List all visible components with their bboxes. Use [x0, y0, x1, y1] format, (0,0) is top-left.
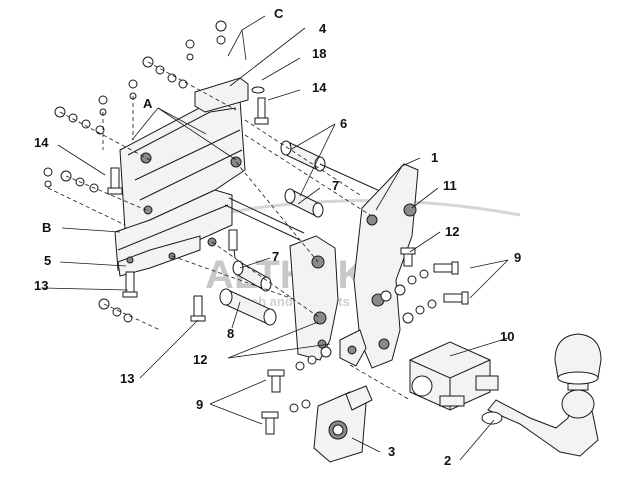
label-B: B — [42, 220, 51, 235]
bolt-13-lower — [190, 295, 206, 322]
spacer-tube-7-upper — [284, 188, 324, 218]
label-12-lower: 12 — [193, 352, 207, 367]
label-1: 1 — [431, 150, 438, 165]
spacer-tube-7-lower — [232, 260, 272, 292]
nut-washer-row-1 — [54, 106, 105, 135]
callout-labels: C 4 18 14 A 14 6 1 7 11 B 12 7 9 5 13 8 … — [34, 6, 521, 468]
bolt-9-upper — [380, 261, 459, 302]
bolt-9-lower-left — [261, 346, 332, 435]
coupling-head-10 — [409, 341, 499, 411]
nut-washer-row-2 — [98, 95, 108, 116]
tow-ball-neck-2 — [481, 379, 599, 457]
nut-washer-row-3 — [128, 79, 138, 100]
label-18: 18 — [312, 46, 326, 61]
bolt-9-lower-right — [402, 291, 469, 324]
label-9-left: 9 — [196, 397, 203, 412]
bolt-14-left — [107, 167, 123, 195]
label-3: 3 — [388, 444, 395, 459]
label-7-upper: 7 — [332, 178, 339, 193]
nut-washer-row-4 — [142, 56, 188, 89]
label-C: C — [274, 6, 284, 21]
label-2: 2 — [444, 453, 451, 468]
lower-bracket-tab — [339, 329, 367, 367]
label-14-right: 14 — [312, 80, 327, 95]
fastener-stack-left — [43, 20, 237, 226]
washer-18 — [251, 86, 265, 94]
bolt-12-upper — [400, 247, 416, 267]
nut-washer-13 — [98, 298, 161, 331]
leader-lines — [43, 15, 509, 461]
socket-plate-3 — [313, 385, 373, 463]
nut-washer-row-6 — [215, 20, 227, 45]
main-mounting-bracket — [114, 77, 249, 277]
alignment-lines — [171, 119, 411, 401]
label-4: 4 — [319, 21, 327, 36]
bolt-14-right — [254, 97, 269, 125]
label-A: A — [143, 96, 153, 111]
bolt-7-rod — [224, 197, 305, 241]
label-14-left: 14 — [34, 135, 49, 150]
ball-cover — [554, 333, 602, 385]
bolt-13-upper — [122, 271, 138, 298]
label-10: 10 — [500, 329, 514, 344]
label-7-lower: 7 — [272, 249, 279, 264]
nut-washer-row-5 — [185, 39, 195, 61]
label-12-upper: 12 — [445, 224, 459, 239]
bolt-8-rod — [228, 229, 238, 259]
label-8: 8 — [227, 326, 234, 341]
label-5: 5 — [44, 253, 51, 268]
label-11: 11 — [443, 178, 457, 193]
label-9-right: 9 — [514, 250, 521, 265]
side-plate-left — [289, 235, 339, 361]
label-6: 6 — [340, 116, 347, 131]
spacer-tube-8 — [219, 288, 277, 326]
label-13-upper: 13 — [34, 278, 48, 293]
nut-washer-row-7 — [43, 167, 99, 193]
label-13-lower: 13 — [120, 371, 134, 386]
